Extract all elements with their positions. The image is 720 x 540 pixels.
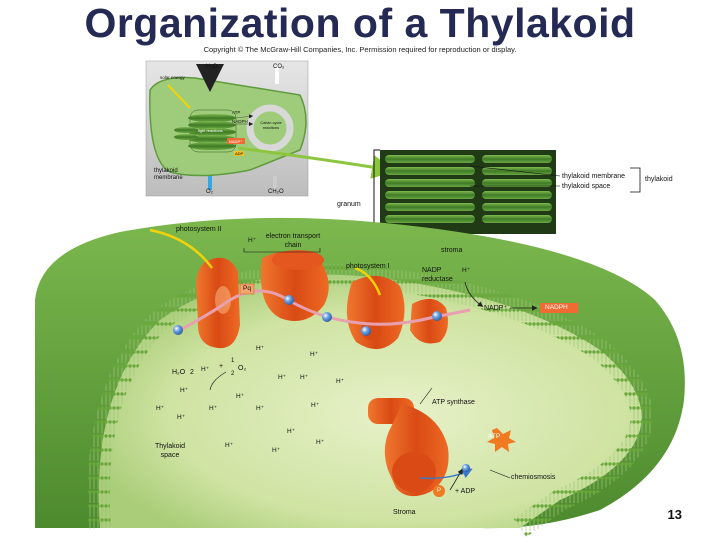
phosphate-badge — [433, 485, 445, 497]
etc-bracket — [243, 248, 321, 253]
half-numerator-label: 1 — [231, 358, 235, 364]
thylakoid-bracket — [630, 167, 641, 193]
atp-release-carrier — [462, 464, 470, 472]
light-arrow-ps1 — [354, 266, 382, 296]
phosphate-label: P — [437, 488, 442, 494]
inset-co2-label: CO₂ — [273, 64, 285, 70]
inset-thylakoid-membrane-label: thylakoid membrane — [154, 168, 183, 181]
inset-calvin-cycle-label: Calvin cycle reactions — [260, 120, 282, 130]
inset-calvin-cycle — [246, 104, 294, 152]
nadp-reductase-label: NADP reductase — [422, 267, 453, 283]
water-plus-label: + — [219, 363, 224, 370]
proton-label: H⁺ — [287, 428, 296, 435]
proton-label: H⁺ — [225, 442, 234, 449]
thylakoid-stack-left — [385, 155, 475, 223]
inset-light-reactions-label: light reactions — [198, 128, 223, 133]
proton-label: H⁺ — [310, 351, 319, 358]
proton-label: H⁺ — [256, 345, 265, 352]
water-coefficient-label: 2 — [190, 369, 194, 376]
proton-label: H⁺ — [336, 378, 345, 385]
proton-label: H⁺ — [316, 439, 325, 446]
atp-synthase-label: ATP synthase — [432, 399, 475, 406]
stroma-bottom-label: Stroma — [393, 509, 416, 516]
proton-label: H⁺ — [272, 447, 281, 454]
inset-ch2o-label: CH₂O — [268, 189, 284, 195]
electron-carrier-3 — [322, 312, 332, 322]
granum-label: granum — [337, 201, 361, 208]
adp-arrow — [449, 468, 463, 491]
proton-label: H⁺ — [256, 405, 265, 412]
electron-carrier-4 — [361, 326, 371, 336]
inset-atp-label: ATP — [232, 110, 241, 115]
proton-label: H⁺ — [209, 405, 218, 412]
thylakoid-membrane-pointer — [469, 165, 561, 177]
proton-label: H⁺ — [248, 237, 257, 244]
photosystem-ii-complex — [196, 257, 240, 349]
proton-label: H⁺ — [311, 402, 320, 409]
electron-carrier-2 — [284, 295, 294, 305]
nadph-badge — [540, 303, 578, 313]
inset-nadph-label: NADPH — [232, 119, 248, 124]
electron-carrier-5 — [432, 311, 442, 321]
atp-star — [487, 428, 516, 452]
chemiosmosis-pointer — [489, 469, 511, 479]
inset-nadp-label: NADP⁺ — [229, 139, 243, 144]
thylakoid-space-top-label: thylakoid space — [562, 183, 611, 190]
proton-label: H⁺ — [278, 374, 287, 381]
thylakoid-space-bottom-label: Thylakoid space — [155, 443, 185, 459]
inset-o2-label: O₂ — [206, 189, 213, 195]
proton-label: H⁺ — [180, 387, 189, 394]
inset-sunlight — [167, 84, 191, 109]
electron-carrier-1 — [173, 325, 183, 335]
nadph-label: NADPH — [545, 304, 568, 311]
proton-label: H⁺ — [462, 267, 471, 274]
light-arrow-ps2 — [149, 228, 214, 269]
atp-label: ATP — [488, 433, 501, 440]
proton-label: H⁺ — [201, 366, 210, 373]
inset-adp-label: ADP — [235, 151, 244, 156]
electron-transport-chain-label: electron transport chain — [265, 233, 321, 249]
photosystem-ii-label: photosystem II — [176, 226, 222, 233]
pq-badge — [239, 283, 255, 295]
pq-label: Pq — [243, 285, 251, 292]
proton-label: H⁺ — [236, 393, 245, 400]
proton-label: H⁺ — [177, 414, 186, 421]
atp-synthase-pointer — [419, 387, 433, 405]
zoom-arrow-top — [237, 146, 396, 179]
stroma-top-label: stroma — [441, 247, 463, 254]
nadp-reductase-complex — [410, 298, 448, 344]
inset-solar-energy-label: solar energy — [160, 75, 185, 80]
half-denominator-label: 2 — [231, 371, 235, 377]
lipid-bilayer — [87, 263, 653, 538]
chemiosmosis-label: chemiosmosis — [511, 474, 556, 481]
slide-title: Organization of a Thylakoid — [84, 0, 636, 46]
proton-label: H⁺ — [300, 374, 309, 381]
inset-grana — [174, 114, 236, 150]
photosystem-i-label: photosystem I — [346, 263, 390, 270]
copyright-notice: Copyright © The McGraw-Hill Companies, I… — [203, 45, 517, 54]
thylakoid-membrane-label: thylakoid membrane — [562, 173, 626, 180]
chloroplast-inset — [145, 60, 309, 197]
adp-label: + ADP — [455, 488, 476, 495]
cytochrome-complex — [260, 250, 329, 322]
thylakoid-label: thylakoid — [645, 176, 673, 183]
slide-number: 13 — [667, 507, 682, 522]
atp-synthase-complex — [368, 398, 449, 497]
nadp-plus-label: NADP⁺ — [484, 305, 508, 312]
oxygen-label: O₂ — [238, 365, 247, 372]
inset-h2o-label: H₂O — [206, 64, 218, 70]
water-label: H₂O — [172, 369, 186, 376]
proton-label: H⁺ — [156, 405, 165, 412]
granum-close-up — [380, 150, 556, 234]
nadp-arrow — [464, 281, 484, 307]
